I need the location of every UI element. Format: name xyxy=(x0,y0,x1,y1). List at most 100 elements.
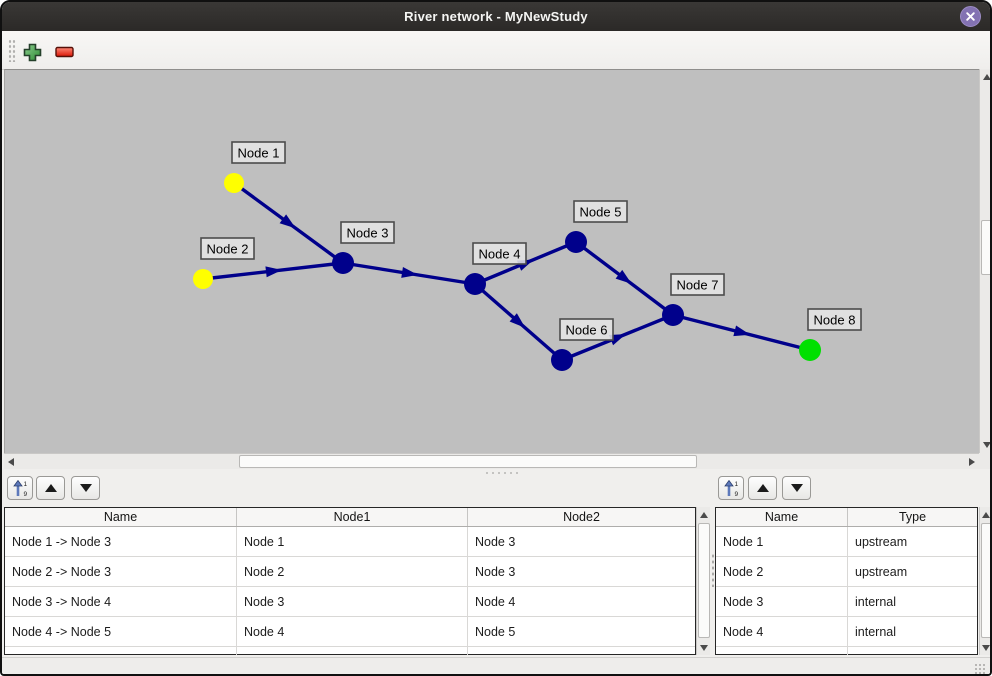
status-bar xyxy=(2,657,990,674)
svg-text:1: 1 xyxy=(734,481,738,488)
cell-node2[interactable]: Node 3 xyxy=(475,564,516,579)
red-minus-icon xyxy=(54,46,74,58)
cell-node1[interactable]: Node 2 xyxy=(237,557,468,586)
toolbar-drag-handle[interactable] xyxy=(8,39,16,62)
cell-name[interactable]: Node 2 xyxy=(716,557,848,586)
scroll-left-icon[interactable] xyxy=(8,458,14,466)
flow-direction-arrow-icon xyxy=(279,214,296,229)
node-label-box xyxy=(559,318,614,341)
scroll-up-icon[interactable] xyxy=(700,512,708,518)
table-row[interactable]: Node 3 internal xyxy=(716,587,977,617)
node-label-box xyxy=(573,200,628,223)
table-row[interactable]: Node 1 upstream xyxy=(716,527,977,557)
remove-node-button[interactable] xyxy=(52,40,76,64)
main-toolbar xyxy=(2,31,990,70)
green-plus-icon xyxy=(23,43,41,61)
resize-grip[interactable] xyxy=(974,663,987,674)
cell-node1[interactable]: Node 1 xyxy=(237,527,468,556)
column-header[interactable]: Node1 xyxy=(237,508,468,526)
nodes-table: Name Type Node 1 upstream Node 2 upstrea… xyxy=(715,507,978,655)
node-label: Node 8 xyxy=(814,313,856,328)
cell-type[interactable]: internal xyxy=(855,594,896,609)
cell-node1[interactable]: Node 3 xyxy=(237,587,468,616)
table-row[interactable]: Node 2 upstream xyxy=(716,557,977,587)
cell-type[interactable]: upstream xyxy=(855,564,908,579)
table-row[interactable]: Node 3 -> Node 4 Node 3 Node 4 xyxy=(5,587,695,617)
canvas-vscroll-thumb[interactable] xyxy=(981,220,990,275)
canvas-hscrollbar[interactable] xyxy=(4,453,979,469)
scroll-down-icon[interactable] xyxy=(982,645,990,651)
network-node[interactable] xyxy=(565,231,587,253)
add-node-button[interactable] xyxy=(20,40,44,64)
cell-node2[interactable]: Node 3 xyxy=(475,534,516,549)
close-button[interactable] xyxy=(960,6,981,27)
cell-name[interactable]: Node 4 xyxy=(716,617,848,646)
canvas-hscroll-thumb[interactable] xyxy=(239,455,697,468)
table-row[interactable]: Node 4 -> Node 5 Node 4 Node 5 xyxy=(5,617,695,647)
network-node[interactable] xyxy=(193,269,213,289)
node-label-box xyxy=(231,141,286,164)
links-table-header: Name Node1 Node2 xyxy=(5,508,695,527)
table-row[interactable]: Node 1 -> Node 3 Node 1 Node 3 xyxy=(5,527,695,557)
cell-name[interactable]: Node 1 xyxy=(716,527,848,556)
cell-name[interactable]: Node 3 -> Node 4 xyxy=(5,587,237,616)
titlebar[interactable]: River network - MyNewStudy xyxy=(2,2,990,31)
nodes-move-down-button[interactable] xyxy=(782,476,811,500)
scroll-up-icon[interactable] xyxy=(983,74,990,80)
links-move-down-button[interactable] xyxy=(71,476,100,500)
table-row-partial xyxy=(716,647,977,655)
links-table-vscrollbar[interactable] xyxy=(696,507,710,655)
canvas-vscrollbar[interactable] xyxy=(979,69,990,453)
cell-name[interactable]: Node 2 -> Node 3 xyxy=(5,557,237,586)
cell-type[interactable]: upstream xyxy=(855,534,908,549)
column-header[interactable]: Name xyxy=(716,508,848,526)
column-header[interactable]: Name xyxy=(5,508,237,526)
window-title: River network - MyNewStudy xyxy=(404,9,588,24)
network-node[interactable] xyxy=(464,273,486,295)
table-row[interactable]: Node 4 internal xyxy=(716,617,977,647)
close-icon xyxy=(966,12,975,21)
column-header[interactable]: Node2 xyxy=(563,510,600,524)
links-sort-button[interactable]: 1 9 xyxy=(7,476,33,500)
node-label: Node 6 xyxy=(566,323,608,338)
cell-type[interactable]: internal xyxy=(855,624,896,639)
flow-direction-arrow-icon xyxy=(401,266,418,278)
links-move-up-button[interactable] xyxy=(36,476,65,500)
network-node[interactable] xyxy=(799,339,821,361)
cell-name[interactable]: Node 1 -> Node 3 xyxy=(5,527,237,556)
links-vscroll-thumb[interactable] xyxy=(698,523,710,638)
cell-name[interactable]: Node 4 -> Node 5 xyxy=(5,617,237,646)
cell-node1[interactable]: Node 4 xyxy=(237,617,468,646)
triangle-down-icon xyxy=(790,484,803,492)
network-node[interactable] xyxy=(551,349,573,371)
node-label: Node 3 xyxy=(347,226,389,241)
scroll-down-icon[interactable] xyxy=(700,645,708,651)
cell-node2[interactable]: Node 4 xyxy=(475,594,516,609)
svg-text:9: 9 xyxy=(734,491,738,497)
node-label-box xyxy=(340,221,395,244)
node-label-box xyxy=(807,308,862,331)
network-node[interactable] xyxy=(662,304,684,326)
scroll-up-icon[interactable] xyxy=(982,512,990,518)
horizontal-splitter-handle[interactable] xyxy=(484,471,522,475)
scroll-right-icon[interactable] xyxy=(969,458,975,466)
network-node[interactable] xyxy=(332,252,354,274)
node-label: Node 5 xyxy=(580,205,622,220)
table-row[interactable]: Node 2 -> Node 3 Node 2 Node 3 xyxy=(5,557,695,587)
nodes-sort-button[interactable]: 1 9 xyxy=(718,476,744,500)
node-label-box xyxy=(200,237,255,260)
column-header[interactable]: Type xyxy=(898,510,927,524)
network-node[interactable] xyxy=(224,173,244,193)
scroll-down-icon[interactable] xyxy=(983,442,990,448)
flow-direction-arrow-icon xyxy=(265,266,282,278)
nodes-move-up-button[interactable] xyxy=(748,476,777,500)
cell-name[interactable]: Node 3 xyxy=(716,587,848,616)
cell-node2[interactable]: Node 5 xyxy=(475,624,516,639)
nodes-table-vscrollbar[interactable] xyxy=(979,507,990,655)
node-label-box xyxy=(472,242,527,265)
nodes-vscroll-thumb[interactable] xyxy=(981,523,990,638)
vertical-splitter-handle[interactable] xyxy=(711,553,715,587)
